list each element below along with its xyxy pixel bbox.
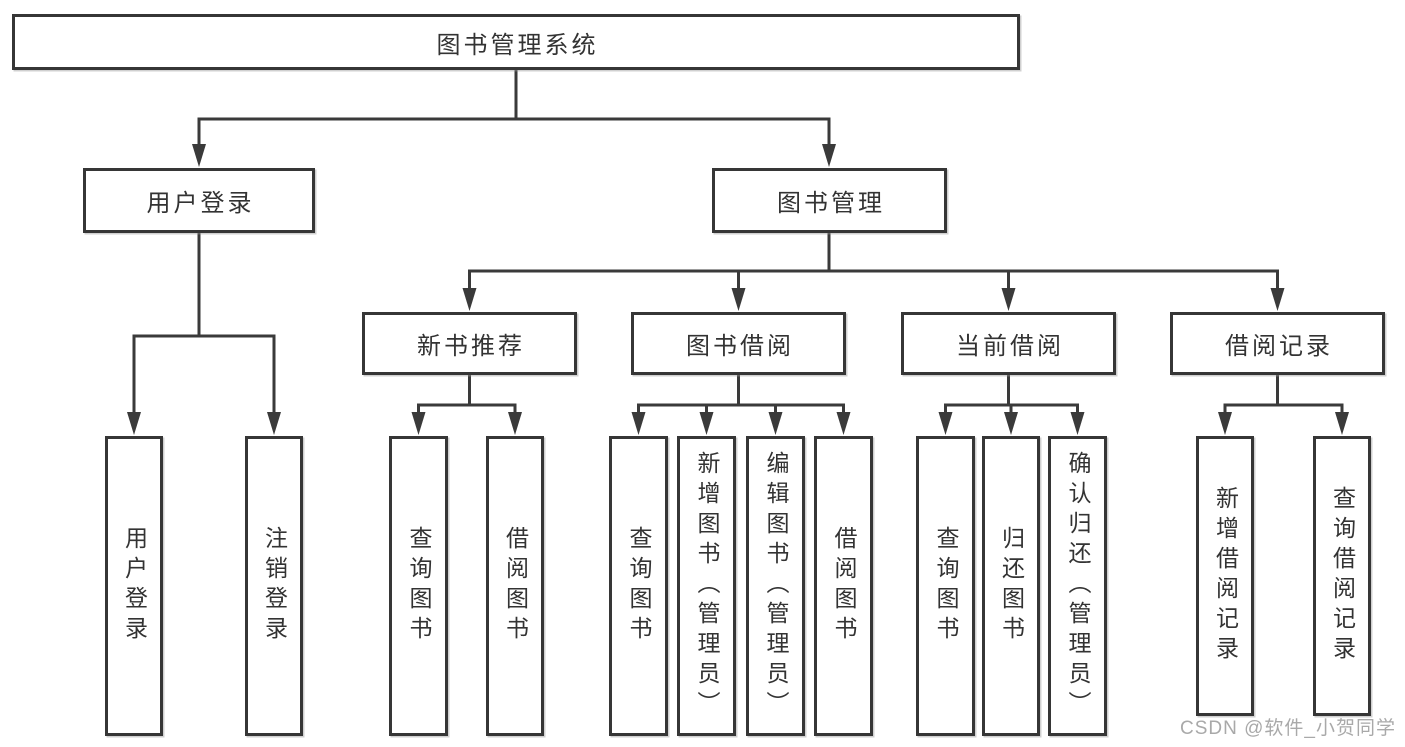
arrowhead [1070, 412, 1085, 435]
arrowhead [1001, 288, 1016, 311]
leaf-add-book-admin: 新增图书（管理员） [677, 436, 736, 736]
arrowhead [462, 288, 477, 311]
edge-root-to-level2 [197, 70, 831, 146]
leaf-user-login: 用户登录 [105, 436, 163, 736]
leaf-query-borrow-record: 查询借阅记录 [1313, 436, 1371, 716]
arrowhead [267, 412, 281, 435]
leaf-confirm-return-admin: 确认归还（管理员） [1048, 436, 1107, 736]
arrowhead [631, 412, 646, 435]
csdn-watermark: CSDN @软件_小贺同学 [1180, 718, 1396, 739]
node-book-borrow: 图书借阅 [631, 312, 846, 375]
node-user-login: 用户登录 [83, 168, 315, 233]
arrowhead [1335, 412, 1349, 435]
edge-userlogin-to-leaves [132, 233, 276, 413]
arrowhead [1270, 288, 1285, 311]
node-borrow-record: 借阅记录 [1170, 312, 1385, 375]
arrowhead [699, 412, 714, 435]
edge-borrowrecord-to-leaves [1223, 375, 1344, 413]
leaf-borrow-book-1: 借阅图书 [486, 436, 544, 736]
arrowhead [822, 144, 836, 167]
leaf-borrow-book-2: 借阅图书 [814, 436, 873, 736]
leaf-query-book-3: 查询图书 [916, 436, 975, 736]
arrowhead [1004, 412, 1018, 435]
arrowhead [938, 412, 953, 435]
arrowhead [508, 412, 522, 435]
edge-currentborrow-to-leaves [944, 375, 1079, 413]
leaf-query-book-2: 查询图书 [609, 436, 668, 736]
node-new-book-recommend: 新书推荐 [362, 312, 577, 375]
node-book-management: 图书管理 [712, 168, 947, 233]
arrowhead [127, 412, 141, 435]
leaf-edit-book-admin: 编辑图书（管理员） [746, 436, 805, 736]
leaf-logout: 注销登录 [245, 436, 303, 736]
edge-bookborrow-to-leaves [637, 375, 845, 413]
leaf-add-borrow-record: 新增借阅记录 [1196, 436, 1254, 716]
edge-newbook-to-leaves [417, 375, 517, 413]
arrowhead [192, 144, 206, 167]
arrowhead [1218, 412, 1232, 435]
arrowhead [411, 412, 426, 435]
arrowhead [768, 412, 783, 435]
leaf-return-book: 归还图书 [982, 436, 1040, 736]
node-root-library-system: 图书管理系统 [12, 14, 1020, 70]
node-current-borrow: 当前借阅 [901, 312, 1116, 375]
edge-bookmgmt-to-level3 [468, 233, 1279, 290]
arrowhead [836, 412, 851, 435]
arrowheads [127, 144, 1349, 435]
arrowhead [731, 288, 746, 311]
leaf-query-book-1: 查询图书 [389, 436, 448, 736]
